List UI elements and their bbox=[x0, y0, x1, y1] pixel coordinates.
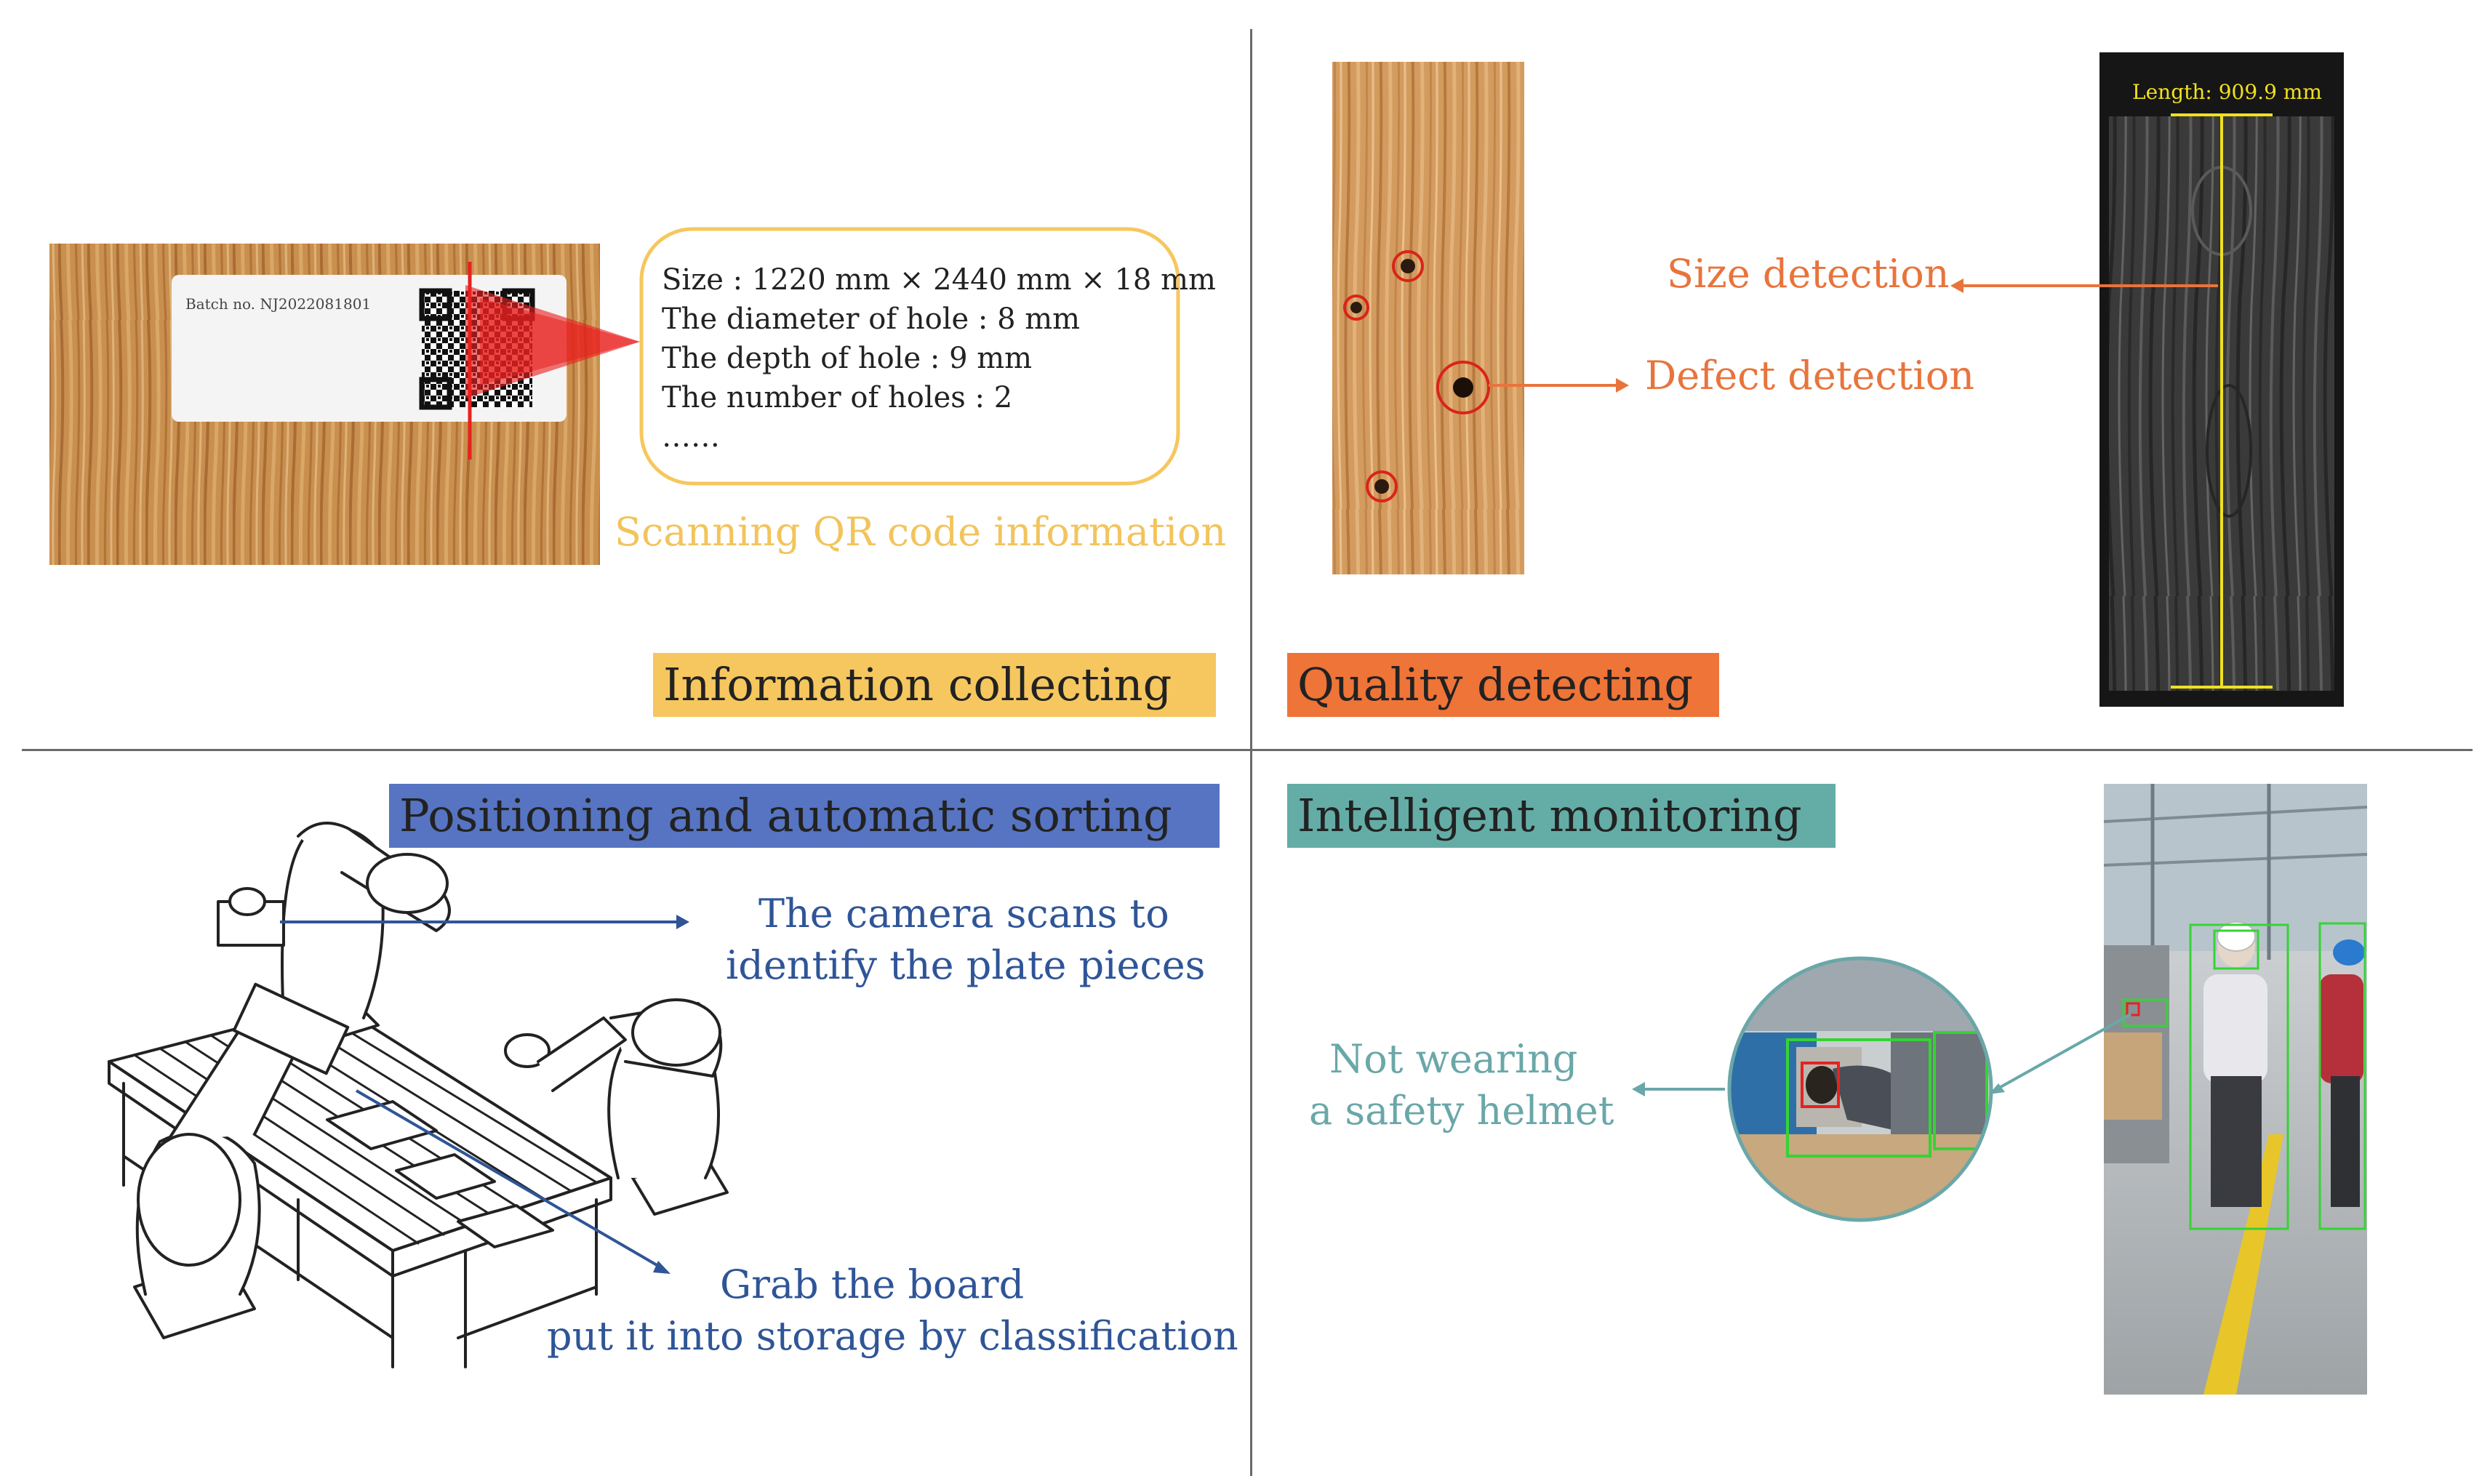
length-readout: Length: 909.9 mm bbox=[2132, 80, 2322, 104]
defect-board bbox=[1332, 62, 1524, 574]
factory-photo bbox=[2103, 784, 2368, 1395]
title-information-collecting: Information collecting bbox=[653, 653, 1216, 717]
zoom-circle bbox=[1729, 958, 1991, 1220]
size-detection-label: Size detection bbox=[1667, 251, 1950, 297]
info-line-ellipsis: …… bbox=[662, 420, 720, 454]
info-line-count: The number of holes : 2 bbox=[662, 381, 1013, 414]
length-measure-line bbox=[2171, 113, 2273, 689]
camera-caption-line1: The camera scans to bbox=[758, 891, 1169, 936]
helmet-caption-line1: Not wearing bbox=[1329, 1036, 1578, 1082]
robot-arm-right bbox=[504, 998, 729, 1216]
info-line-diameter: The diameter of hole : 8 mm bbox=[662, 302, 1081, 336]
title-positioning-sorting: Positioning and automatic sorting bbox=[389, 784, 1220, 848]
horizontal-divider bbox=[22, 749, 2473, 751]
info-line-depth: The depth of hole : 9 mm bbox=[662, 342, 1033, 375]
info-line-size: Size : 1220 mm × 2440 mm × 18 mm bbox=[662, 263, 1216, 297]
zoom-link-line bbox=[1993, 1013, 2131, 1092]
grab-arrow bbox=[355, 1089, 665, 1270]
grab-caption-line1: Grab the board bbox=[720, 1262, 1025, 1307]
title-quality-detecting: Quality detecting bbox=[1287, 653, 1719, 717]
camera-caption-line2: identify the plate pieces bbox=[726, 942, 1206, 988]
info-bubble bbox=[639, 227, 1180, 486]
grab-caption-line2: put it into storage by classification bbox=[547, 1313, 1238, 1359]
defect-markers bbox=[1343, 250, 1490, 502]
info-text-block: Size : 1220 mm × 2440 mm × 18 mm The dia… bbox=[662, 260, 1216, 457]
helmet-caption-line2: a safety helmet bbox=[1309, 1088, 1614, 1134]
batch-label-text: Batch no. NJ2022081801 bbox=[185, 295, 372, 313]
qr-caption: Scanning QR code information bbox=[615, 509, 1227, 555]
robot-arm-front bbox=[133, 982, 350, 1339]
title-intelligent-monitoring: Intelligent monitoring bbox=[1287, 784, 1836, 848]
defect-detection-label: Defect detection bbox=[1645, 353, 1974, 398]
vertical-divider bbox=[1250, 29, 1252, 1476]
laser-scan-beam bbox=[465, 262, 647, 460]
